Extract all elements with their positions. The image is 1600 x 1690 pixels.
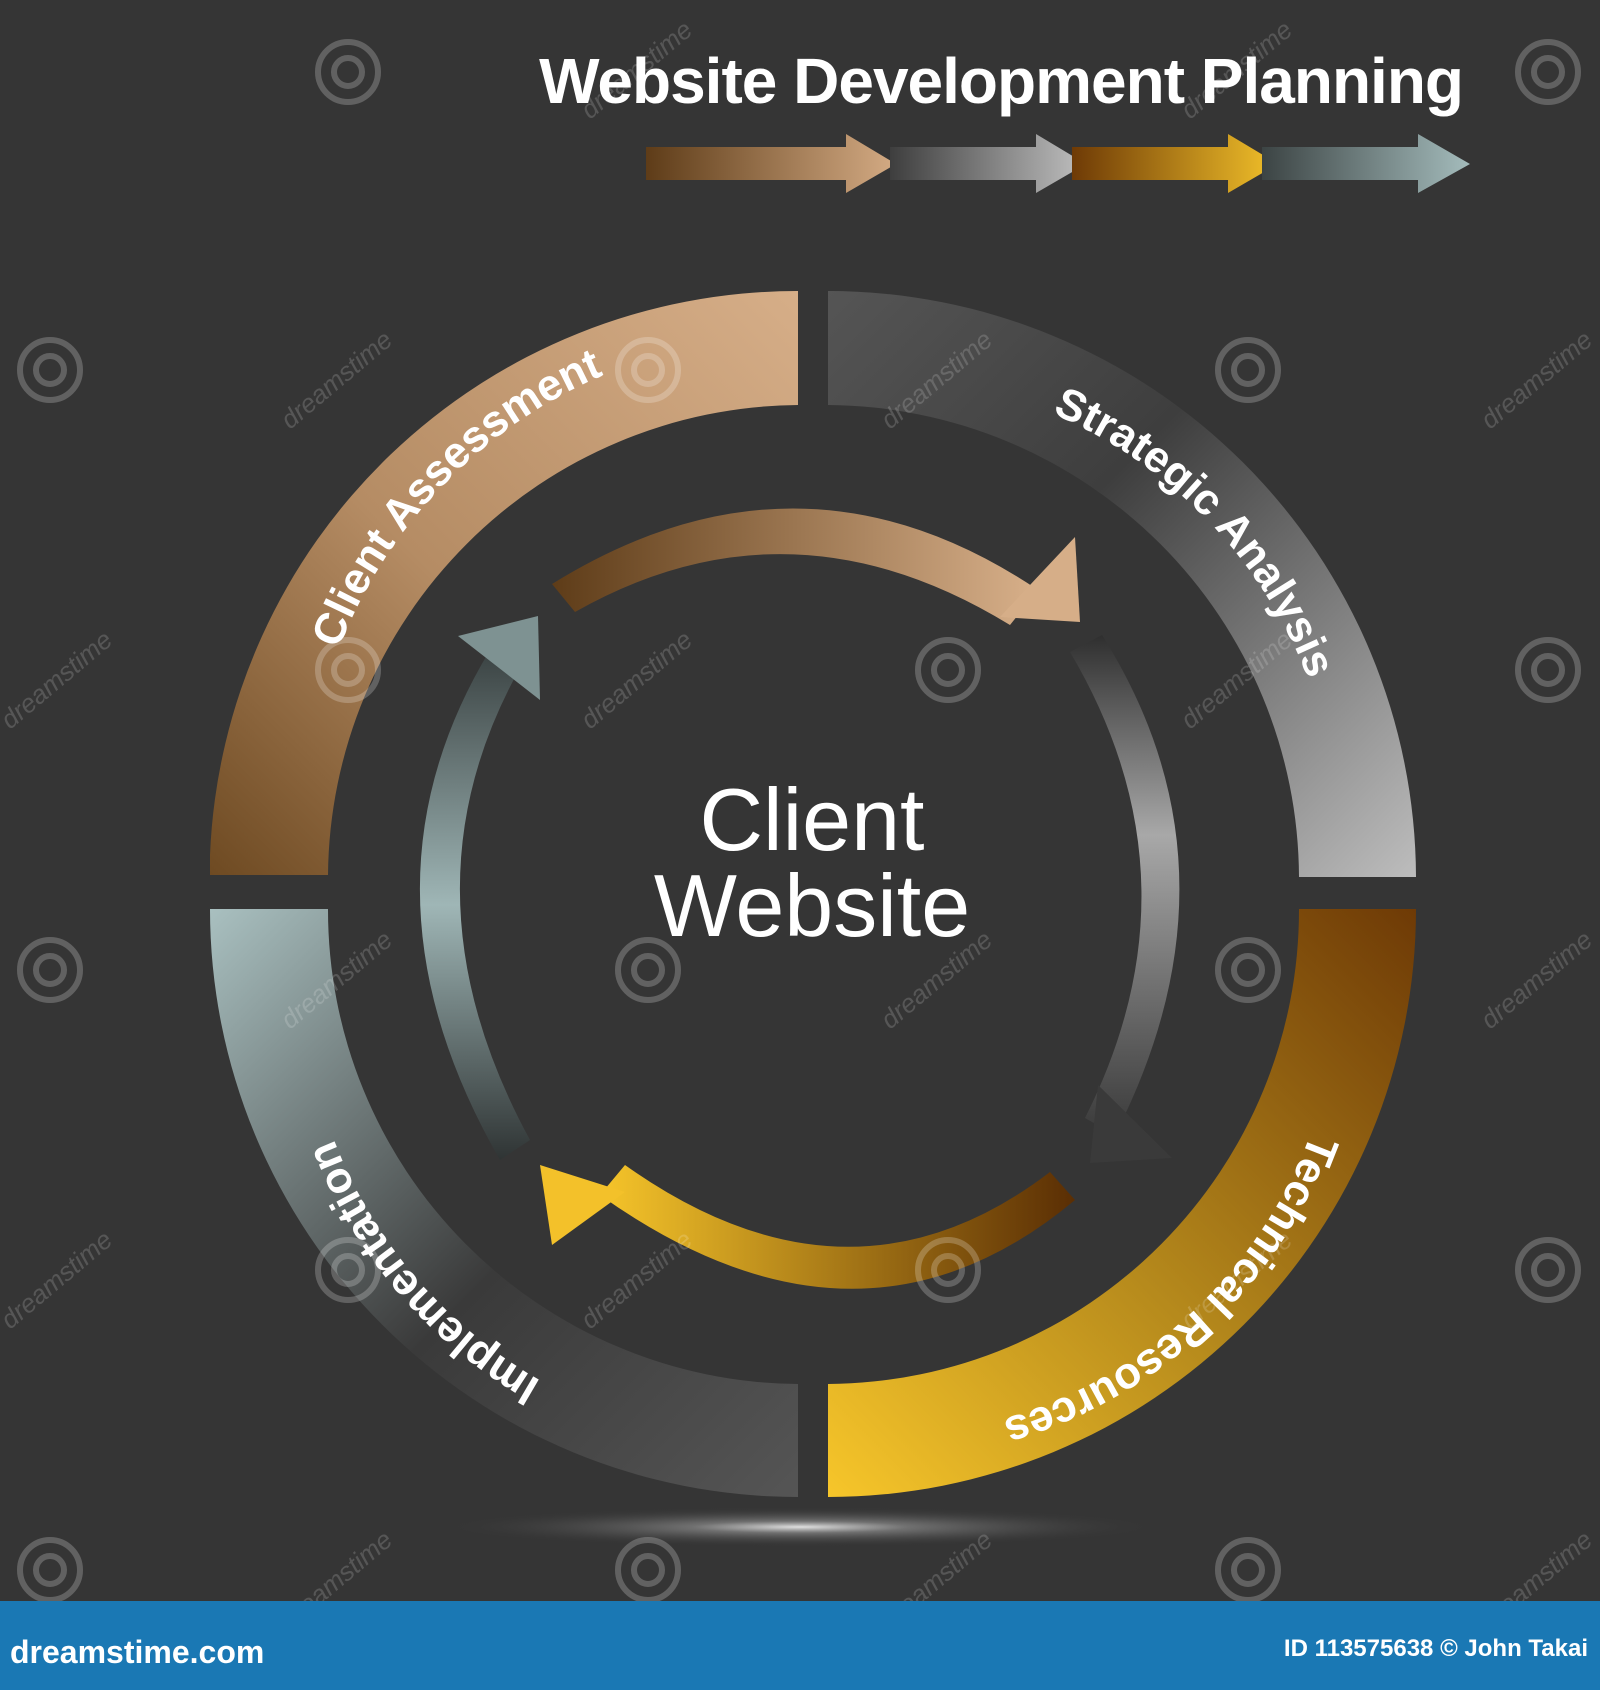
segment-strategic-analysis [828, 291, 1416, 877]
footer-background [0, 1601, 1600, 1690]
cycle-arrow-top-head [1000, 537, 1080, 622]
watermark-text: dreamstime [1475, 324, 1598, 434]
header-arrows [646, 134, 1470, 193]
cycle-arrow-right [1070, 635, 1180, 1135]
watermark-swirl-icon [17, 39, 1581, 1603]
segment-implementation [210, 909, 798, 1497]
cycle-arrow-left-head [458, 616, 540, 700]
cycle-arrow-right-head [1090, 1085, 1172, 1163]
segment-technical-resources [828, 909, 1416, 1497]
center-title-line-2: Website [654, 856, 970, 955]
footer-credit: ID 113575638 © John Takai [1284, 1635, 1588, 1662]
page-title: Website Development Planning [539, 45, 1463, 117]
cycle-arrow-bottom [600, 1165, 1075, 1289]
footer-bar: dreamstime.com ID 113575638 © John Takai [0, 1601, 1600, 1690]
outer-ring [210, 290, 1416, 1497]
watermark-text: dreamstime [0, 1224, 118, 1334]
watermark-text: dreamstime [275, 324, 398, 434]
cycle-arrow-left [419, 650, 530, 1160]
footer-site-link[interactable]: dreamstime.com [10, 1634, 264, 1670]
header-arrow-2 [890, 134, 1086, 193]
cycle-arrow-bottom-head [540, 1165, 625, 1245]
header-arrow-3 [1072, 134, 1278, 193]
segment-client-assessment [210, 290, 798, 875]
floor-glow [440, 1507, 1160, 1547]
cycle-arrow-top [552, 508, 1038, 625]
watermark-text: dreamstime [1475, 924, 1598, 1034]
header-arrow-1 [646, 134, 896, 193]
header-arrow-4 [1262, 134, 1470, 193]
inner-cycle-arrows [419, 508, 1180, 1289]
watermark-text: dreamstime [0, 624, 118, 734]
watermark-text: dreamstime [575, 624, 698, 734]
center-title-line-1: Client [700, 770, 925, 869]
watermark-text: dreamstime [575, 1224, 698, 1334]
